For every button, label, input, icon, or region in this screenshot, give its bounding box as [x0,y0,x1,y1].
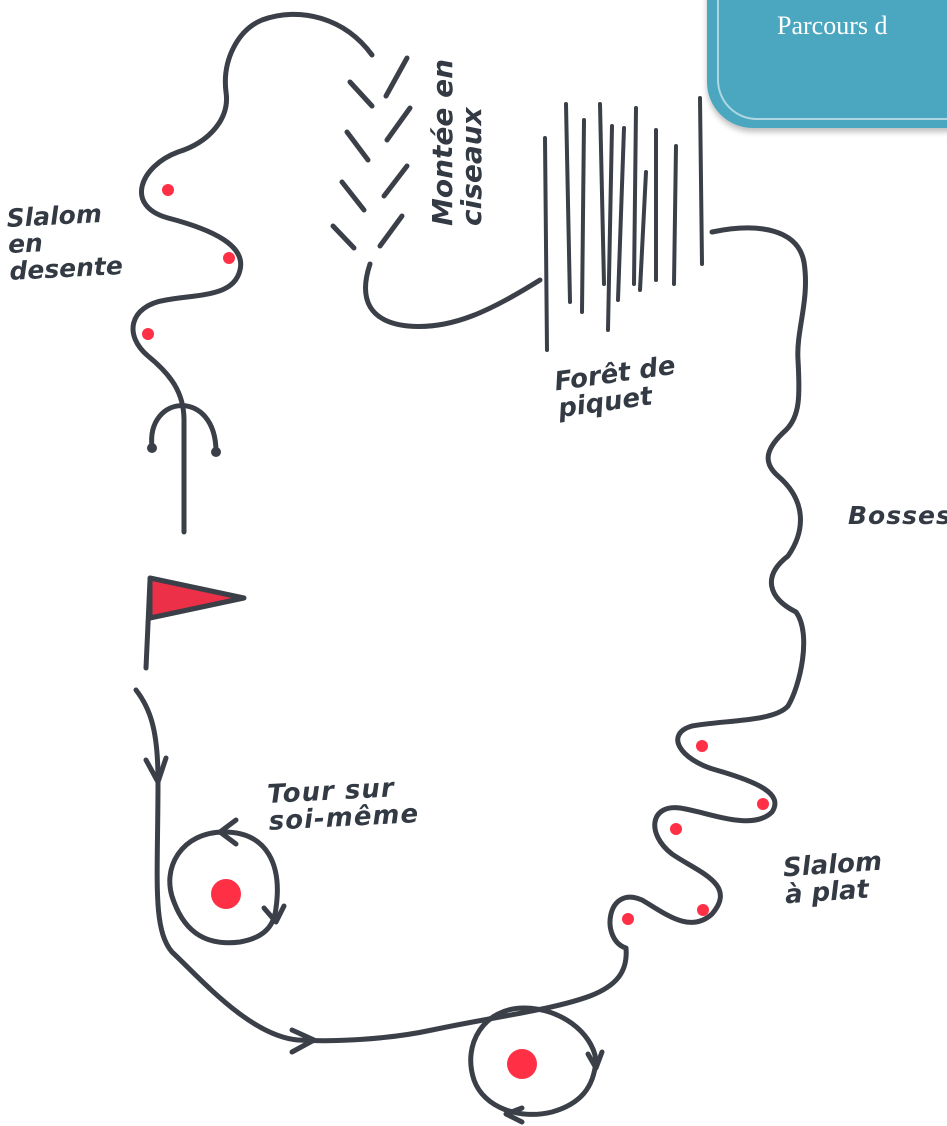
red-marker [223,252,235,264]
pole [640,172,646,290]
pole [634,108,636,284]
ciseaux-stroke-4 [387,108,410,140]
red-marker [162,184,174,196]
ciseaux-stroke-3 [347,132,368,160]
red-marker [142,328,154,340]
slalom-plat-path [136,690,788,1041]
pole [566,104,570,302]
label-tour-sur-soi: Tour sur soi-même [267,774,420,836]
red-marker [757,798,769,810]
label-bosses: Bosses [848,503,947,529]
pole [582,120,584,312]
pole [700,98,702,264]
red-marker [697,904,709,916]
red-marker [622,913,634,925]
ciseaux-stroke-5 [342,182,364,210]
ciseaux-to-forest-path [366,264,540,327]
flag-banner [150,578,244,618]
red-center-dot-upper [211,879,241,909]
header-badge: Parcours d [707,0,947,128]
ciseaux-stroke-6 [384,166,407,196]
ciseaux-stroke-2 [386,58,407,96]
forest-poles [545,98,702,350]
label-montee-ciseaux: Montée en ciseaux [428,59,487,226]
header-title: Parcours d [777,11,887,41]
pole [674,146,676,284]
arch-gate-left-end [147,443,157,453]
pole [608,126,612,330]
ciseaux-stroke-7 [333,226,354,248]
red-center-dot-lower [507,1049,537,1079]
label-slalom-descente: Slalom en desente [6,200,123,285]
red-marker [696,740,708,752]
arch-gate-right-end [211,447,221,457]
pole [618,128,624,300]
red-marker [670,823,682,835]
ciseaux-stroke-1 [350,82,372,106]
slalom-descent-path [133,14,372,532]
label-slalom-plat: Slalom à plat [782,849,885,910]
ciseaux-stroke-8 [380,216,402,246]
pole [545,138,547,350]
bosses-path [712,228,806,706]
pole [600,104,604,284]
